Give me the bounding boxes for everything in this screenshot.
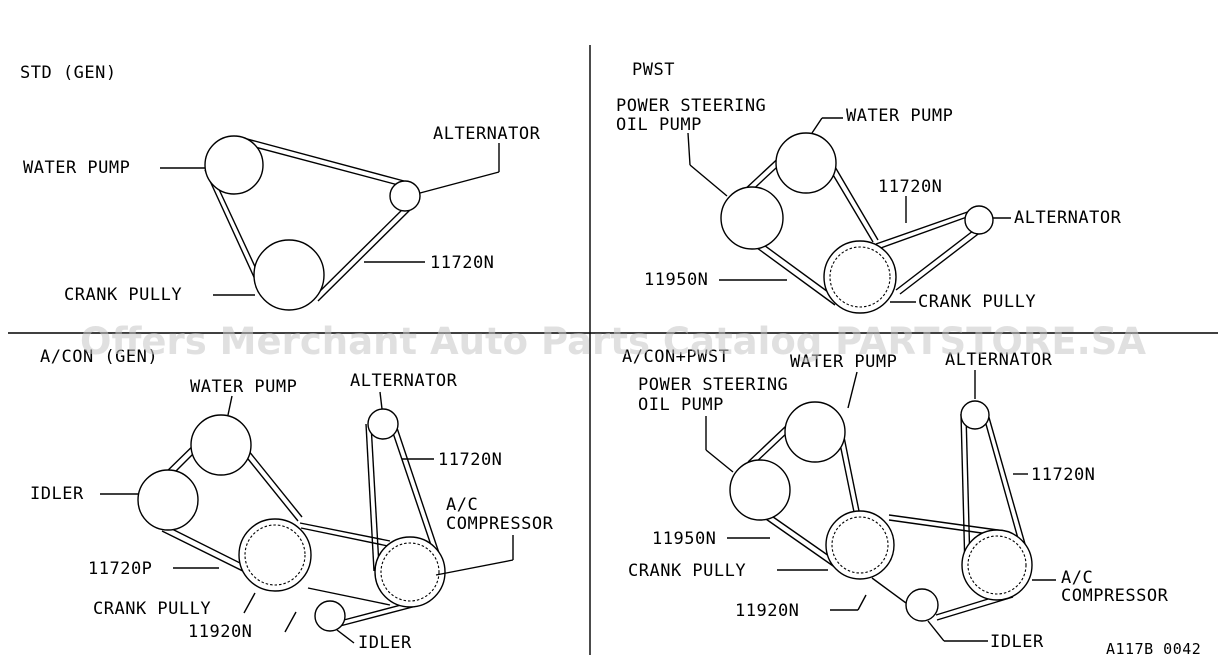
- label-water-pump: WATER PUMP: [846, 106, 953, 126]
- label-ps-pump-line2: OIL PUMP: [638, 395, 724, 415]
- alternator-pulley: [367, 408, 399, 440]
- label-belt-alt: 11720N: [438, 450, 502, 470]
- label-ps-pump-line1: POWER STEERING: [638, 375, 788, 395]
- label-idler-bottom: IDLER: [358, 633, 412, 653]
- label-ps-pump-line1: POWER STEERING: [616, 96, 766, 116]
- ps-pump-pulley: [720, 186, 784, 250]
- ac-compressor-pulley: [961, 529, 1033, 601]
- label-belt: 11720N: [430, 253, 494, 273]
- label-ac-line1: A/C: [446, 495, 478, 515]
- label-belt-ac: 11920N: [735, 601, 799, 621]
- ac-compressor-pulley-inner: [967, 535, 1027, 595]
- label-crank-pully: CRANK PULLY: [628, 561, 746, 581]
- water-pump-pulley: [775, 132, 837, 194]
- figure-id: A117B 0042: [1106, 640, 1201, 658]
- label-belt-alt: 11720N: [1031, 465, 1095, 485]
- quadrant-pwst: PWST POWER STEERING OIL PUMP: [616, 60, 1122, 314]
- quadrant-acon-gen: A/CON (GEN): [30, 347, 554, 653]
- alternator-pulley: [960, 400, 990, 430]
- crank-pulley: [825, 510, 895, 580]
- label-alternator: ALTERNATOR: [433, 124, 541, 144]
- belt-11720n: [875, 208, 987, 295]
- quadrant-std-gen: STD (GEN) WATER PUMP ALTERNATOR CRANK PU…: [20, 63, 541, 311]
- alternator-pulley: [389, 180, 421, 212]
- label-ps-pump-line2: OIL PUMP: [616, 115, 702, 135]
- water-pump-pulley: [204, 135, 264, 195]
- ac-compressor-pulley-inner: [380, 542, 440, 602]
- label-crank-pully: CRANK PULLY: [918, 292, 1036, 312]
- label-idler: IDLER: [990, 632, 1044, 652]
- label-water-pump: WATER PUMP: [190, 377, 297, 397]
- label-ac-line1: A/C: [1061, 568, 1093, 588]
- idler-pulley-top: [137, 469, 199, 531]
- crank-pulley: [238, 518, 312, 592]
- label-idler: IDLER: [30, 484, 84, 504]
- quadrant-title: PWST: [632, 60, 675, 80]
- label-ac-line2: COMPRESSOR: [1061, 586, 1169, 606]
- label-water-pump: WATER PUMP: [23, 158, 130, 178]
- label-alternator: ALTERNATOR: [350, 371, 458, 391]
- alternator-pulley: [964, 205, 994, 235]
- water-pump-pulley: [784, 401, 846, 463]
- label-ac-line2: COMPRESSOR: [446, 514, 554, 534]
- label-water-pump: WATER PUMP: [790, 352, 897, 372]
- ps-pump-pulley: [729, 459, 791, 521]
- idler-pulley: [905, 588, 939, 622]
- belt-11720n: [365, 423, 441, 572]
- label-belt-wp: 11720P: [88, 559, 152, 579]
- quadrant-title: A/CON (GEN): [40, 347, 158, 367]
- label-belt-alt: 11720N: [878, 177, 942, 197]
- crank-pulley-inner: [244, 524, 306, 586]
- label-crank-pully: CRANK PULLY: [93, 599, 211, 619]
- label-belt-ps: 11950N: [652, 529, 716, 549]
- water-pump-pulley: [190, 414, 252, 476]
- crank-pulley: [253, 239, 325, 311]
- quadrant-title: STD (GEN): [20, 63, 117, 83]
- quadrant-title: A/CON+PWST: [622, 347, 729, 367]
- crank-pulley-inner: [829, 246, 891, 308]
- ac-compressor-pulley: [374, 536, 446, 608]
- label-alternator: ALTERNATOR: [945, 350, 1053, 370]
- label-belt-ps: 11950N: [644, 270, 708, 290]
- label-alternator: ALTERNATOR: [1014, 208, 1122, 228]
- label-crank-pully: CRANK PULLY: [64, 285, 182, 305]
- label-belt-ac: 11920N: [188, 622, 252, 642]
- belt-11720n: [960, 413, 1030, 571]
- idler-pulley-bottom: [314, 600, 346, 632]
- crank-pulley: [823, 240, 897, 314]
- crank-pulley-inner: [831, 516, 889, 574]
- watermark: Offers Merchant Auto Parts Catalog PARTS…: [80, 320, 1146, 363]
- quadrant-acon-pwst: A/CON+PWST: [622, 347, 1169, 652]
